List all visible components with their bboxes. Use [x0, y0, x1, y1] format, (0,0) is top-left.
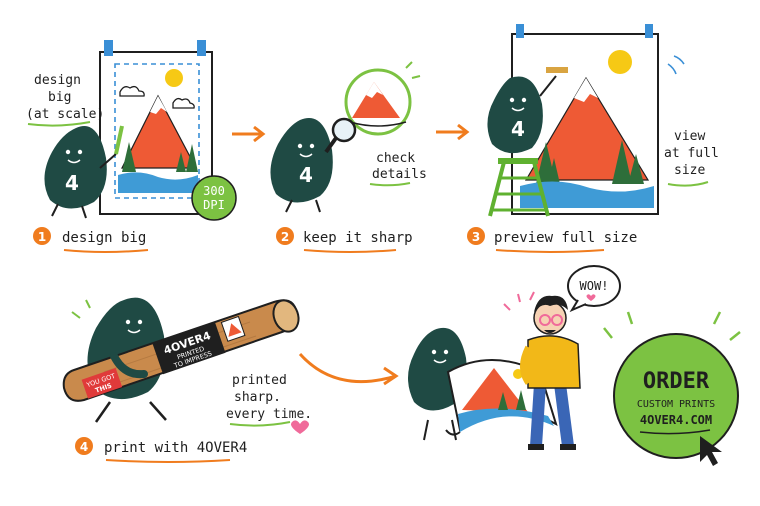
note-every-time: every time.: [226, 407, 312, 422]
magnifier-icon: [331, 117, 357, 143]
step-number: 3: [472, 230, 480, 244]
arrow-icon: [232, 125, 266, 143]
svg-text:design big (at sca: design big (at scale): [26, 73, 104, 122]
arrow-icon: [436, 123, 470, 141]
mascot: 4: [487, 67, 568, 154]
step-number-badge: [467, 227, 485, 245]
wow-text: WOW!: [580, 279, 609, 293]
step-label: design big: [62, 230, 146, 246]
panel-keep-sharp: 4 check details 2 keep it sharp: [270, 61, 427, 253]
step-number: 4: [80, 440, 88, 454]
mountain-icon: [121, 94, 197, 169]
mascot-number: 4: [299, 163, 313, 187]
step-number: 2: [281, 230, 289, 244]
burst-lines: [603, 311, 741, 341]
cursor-icon: [700, 436, 722, 466]
lake-icon: [520, 181, 654, 208]
tape-icon: [645, 24, 653, 38]
arrow-icon: [298, 352, 399, 386]
panel-preview-full-size: 4 view at full size 3 preview full size: [467, 24, 727, 253]
speech-bubble: [567, 265, 621, 307]
note-at-scale: (at scale): [26, 107, 104, 122]
step-number: 1: [38, 230, 46, 244]
panel-print: 4OVER4 PRINTED TO IMPRESS YOU GOT THIS p…: [62, 297, 312, 463]
mascot-number: 4: [65, 171, 79, 195]
mascot-eye: [77, 149, 83, 155]
crop-guide: [114, 63, 200, 199]
order-line2: 4OVER4.COM: [640, 413, 712, 427]
step-label: print with 4OVER4: [104, 440, 247, 456]
heart-icon: [586, 294, 596, 301]
note-check: check: [376, 151, 415, 166]
step-label: keep it sharp: [303, 230, 413, 246]
tape-icon: [516, 24, 524, 38]
mascot-eye: [65, 149, 71, 155]
delivery-scene: WOW!: [408, 265, 621, 450]
dpi-badge-line1: 300: [203, 184, 225, 198]
tree-icon: [122, 142, 198, 172]
note-view: view: [674, 129, 705, 144]
dpi-badge-line2: DPI: [203, 198, 225, 212]
note-size: size: [674, 163, 705, 178]
pencil-icon: [114, 125, 124, 155]
step-number-badge: [276, 227, 294, 245]
order-title: ORDER: [643, 369, 710, 394]
order-button[interactable]: [613, 333, 739, 459]
poster-tube: 4OVER4 PRINTED TO IMPRESS YOU GOT THIS: [62, 299, 300, 402]
step-label: preview full size: [494, 230, 637, 246]
tree-icon: [536, 140, 644, 184]
step-number-badge: [33, 227, 51, 245]
tube-label: [152, 322, 226, 375]
you-got-this-sticker: [81, 368, 123, 399]
cloud-icon: [119, 85, 145, 97]
tape-icon: [197, 40, 206, 56]
order-line1: CUSTOM PRINTS: [637, 399, 715, 410]
dpi-badge: [191, 175, 237, 221]
svg-text:printed sharp. eve: printed sharp. every time.: [226, 373, 312, 422]
note-details: details: [372, 167, 427, 182]
svg-text:check details: check details: [372, 151, 427, 182]
note-big: big: [48, 90, 71, 105]
customer: [520, 295, 581, 450]
note-sharp: sharp.: [234, 390, 281, 405]
mascot: 4: [44, 125, 124, 219]
lake-icon: [118, 172, 198, 193]
mascot-number: 4: [511, 117, 525, 141]
note-design: design: [34, 73, 81, 88]
panel-design-big: 300 DPI 4 design big (at scale) 1 design…: [26, 40, 237, 253]
order-cta[interactable]: ORDER CUSTOM PRINTS 4OVER4.COM: [603, 311, 741, 466]
snowcap-icon: [150, 96, 167, 114]
glasses-icon: [539, 314, 551, 326]
mascot: 4: [270, 117, 357, 213]
tape-icon: [104, 40, 113, 56]
mountain-icon: [524, 76, 650, 181]
mascot-body: [44, 126, 107, 209]
note-printed: printed: [232, 373, 287, 388]
sun-icon: [608, 50, 632, 74]
ladder-icon: [488, 158, 550, 217]
mascot-body: [487, 76, 543, 154]
svg-text:view at full size: view at full size: [664, 129, 727, 178]
sun-icon: [165, 69, 183, 87]
note-at-full: at full: [664, 146, 719, 161]
heart-icon: [291, 420, 309, 434]
mascot-body: [270, 118, 333, 203]
cloud-icon: [172, 97, 195, 109]
step-number-badge: [75, 437, 93, 455]
